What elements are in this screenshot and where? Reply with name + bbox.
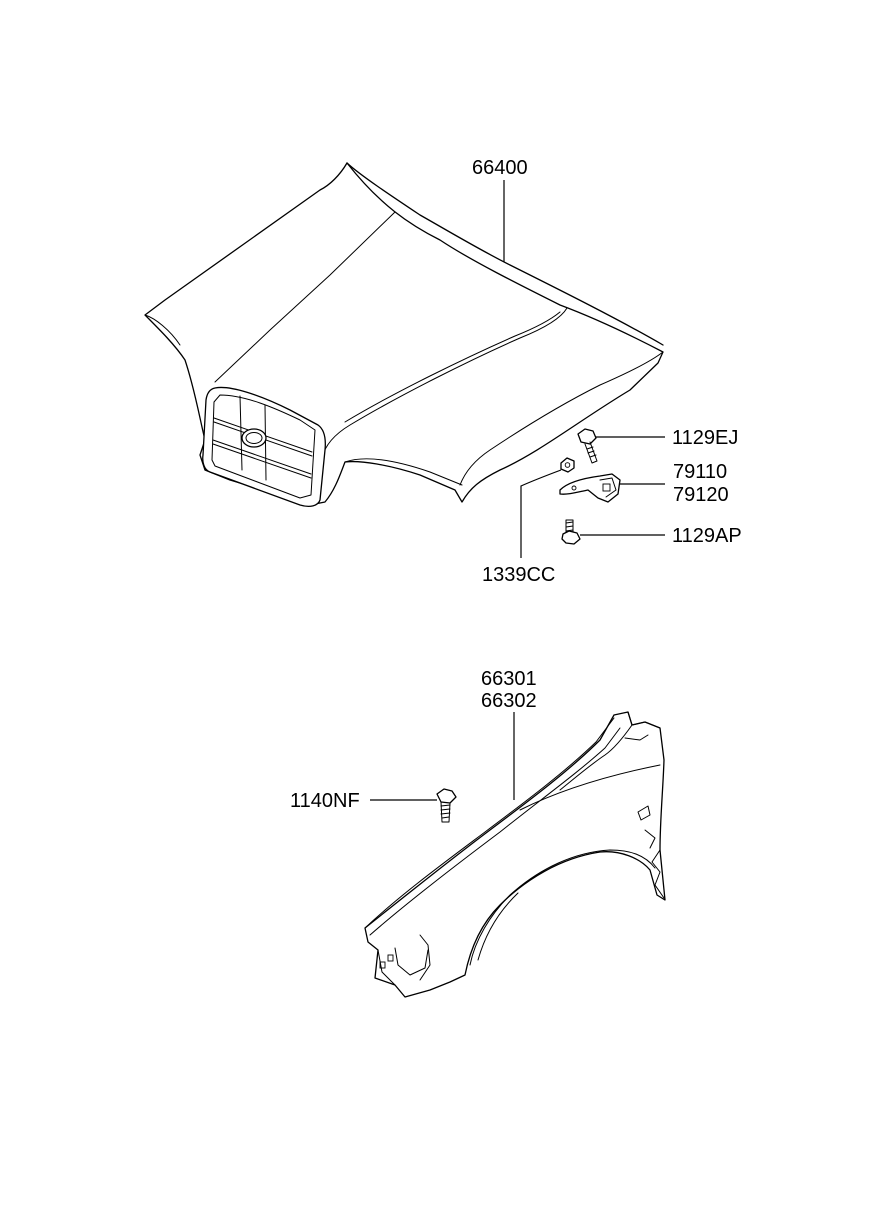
latch-bolt-icon[interactable] — [561, 519, 581, 545]
hood-part-number[interactable]: 66400 — [472, 157, 528, 179]
hood-bolt-icon[interactable] — [577, 428, 598, 464]
grille — [202, 386, 326, 507]
nut-icon[interactable] — [560, 457, 575, 473]
fender-bolt-icon[interactable] — [436, 788, 457, 823]
fender-part-number-1[interactable]: 66301 — [481, 668, 537, 690]
hood-bolt-part-number[interactable]: 1129EJ — [672, 427, 738, 449]
hood-latch-icon[interactable] — [559, 473, 621, 503]
fender-part-number-2[interactable]: 66302 — [481, 690, 537, 712]
nut-part-number[interactable]: 1339CC — [482, 564, 555, 586]
latch-part-number-1[interactable]: 79110 — [673, 461, 727, 483]
nut-leader — [520, 469, 562, 558]
front-fender-panel[interactable] — [364, 711, 666, 998]
latch-part-number-2[interactable]: 79120 — [673, 484, 729, 506]
emblem-icon — [241, 428, 267, 448]
fender-bolt-part-number[interactable]: 1140NF — [290, 790, 360, 812]
latch-bolt-part-number[interactable]: 1129AP — [672, 525, 742, 547]
